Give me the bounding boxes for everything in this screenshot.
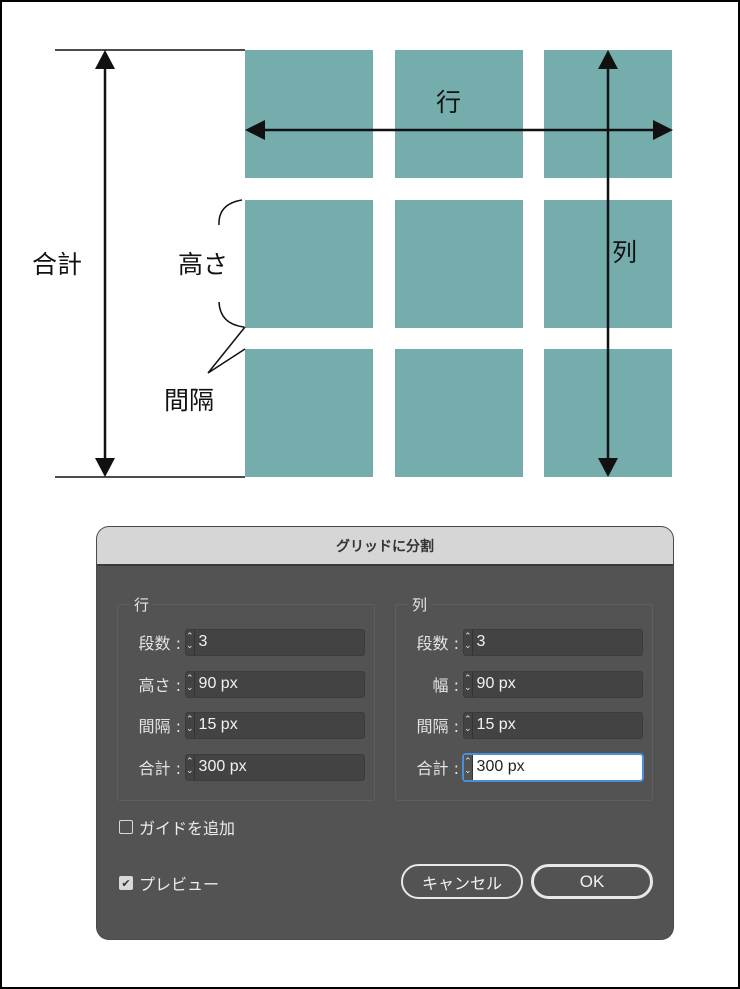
stepper-up-icon[interactable]: ⌃ bbox=[186, 715, 194, 725]
columns-group: 列 段数 : ⌃ ⌄ 幅 : ⌃ ⌄ 間隔 : bbox=[395, 594, 673, 801]
rows-number-label: 段数 : bbox=[138, 634, 181, 653]
add-guides-label: ガイドを追加 bbox=[139, 819, 236, 838]
split-into-grid-dialog: グリッドに分割 行 段数 : ⌃ ⌄ 高さ : ⌃ ⌄ bbox=[97, 527, 673, 939]
rows-total-row: 合計 : ⌃ ⌄ bbox=[118, 753, 406, 781]
columns-total-field: ⌃ ⌄ bbox=[463, 753, 673, 781]
rows-height-field: ⌃ ⌄ bbox=[185, 670, 406, 698]
stepper-down-icon[interactable]: ⌄ bbox=[186, 724, 194, 734]
stepper-down-icon[interactable]: ⌄ bbox=[464, 683, 472, 693]
rows-number-input[interactable] bbox=[194, 629, 406, 655]
grid-tile bbox=[395, 50, 523, 178]
columns-width-label: 幅 : bbox=[432, 676, 459, 695]
row-label: 行 bbox=[436, 88, 462, 117]
ok-button[interactable]: OK bbox=[531, 864, 653, 899]
columns-number-field: ⌃ ⌄ bbox=[463, 628, 673, 656]
stepper-down-icon[interactable]: ⌄ bbox=[186, 683, 194, 693]
stepper-down-icon[interactable]: ⌄ bbox=[186, 641, 194, 651]
columns-gutter-input[interactable] bbox=[472, 712, 673, 738]
add-guides-checkbox-row[interactable]: ガイドを追加 bbox=[119, 815, 235, 839]
rows-height-label: 高さ : bbox=[138, 676, 181, 695]
rows-gutter-input[interactable] bbox=[194, 712, 406, 738]
preview-checkbox[interactable]: ✔ bbox=[119, 876, 133, 890]
columns-total-label: 合計 : bbox=[416, 759, 459, 778]
columns-number-stepper[interactable]: ⌃ ⌄ bbox=[464, 629, 473, 655]
stepper-down-icon[interactable]: ⌄ bbox=[464, 724, 472, 734]
rows-gutter-field: ⌃ ⌄ bbox=[185, 711, 406, 739]
columns-width-field: ⌃ ⌄ bbox=[463, 670, 673, 698]
height-label: 高さ bbox=[178, 250, 229, 279]
rows-group-legend: 行 bbox=[130, 594, 154, 615]
columns-group-legend: 列 bbox=[408, 594, 432, 615]
columns-gutter-label: 間隔 : bbox=[416, 717, 459, 736]
checkmark-icon: ✔ bbox=[121, 876, 131, 890]
rows-height-input[interactable] bbox=[194, 671, 406, 697]
gutter-label: 間隔 bbox=[164, 386, 215, 415]
columns-total-input[interactable] bbox=[472, 754, 673, 780]
rows-total-label: 合計 : bbox=[138, 759, 181, 778]
columns-number-input[interactable] bbox=[472, 629, 673, 655]
columns-total-stepper[interactable]: ⌃ ⌄ bbox=[464, 754, 473, 780]
rows-total-field: ⌃ ⌄ bbox=[185, 753, 406, 781]
grid-tile bbox=[245, 200, 373, 328]
grid-tile bbox=[395, 200, 523, 328]
rows-group: 行 段数 : ⌃ ⌄ 高さ : ⌃ ⌄ 間隔 : bbox=[117, 594, 406, 801]
stepper-up-icon[interactable]: ⌃ bbox=[464, 632, 472, 642]
grid-tile bbox=[245, 349, 373, 477]
stepper-down-icon[interactable]: ⌄ bbox=[464, 641, 472, 651]
columns-gutter-stepper[interactable]: ⌃ ⌄ bbox=[464, 712, 473, 738]
stepper-up-icon[interactable]: ⌃ bbox=[464, 757, 472, 767]
stepper-up-icon[interactable]: ⌃ bbox=[464, 674, 472, 684]
add-guides-checkbox[interactable] bbox=[119, 820, 133, 834]
rows-number-stepper[interactable]: ⌃ ⌄ bbox=[186, 629, 195, 655]
rows-height-row: 高さ : ⌃ ⌄ bbox=[118, 670, 406, 698]
rows-height-stepper[interactable]: ⌃ ⌄ bbox=[186, 671, 195, 697]
stepper-down-icon[interactable]: ⌄ bbox=[464, 766, 472, 776]
columns-number-label: 段数 : bbox=[416, 634, 459, 653]
columns-width-row: 幅 : ⌃ ⌄ bbox=[396, 670, 673, 698]
rows-gutter-row: 間隔 : ⌃ ⌄ bbox=[118, 711, 406, 739]
total-label: 合計 bbox=[32, 250, 83, 279]
stepper-up-icon[interactable]: ⌃ bbox=[464, 715, 472, 725]
grid-tile bbox=[395, 349, 523, 477]
grid-tile bbox=[245, 50, 373, 178]
columns-total-row: 合計 : ⌃ ⌄ bbox=[396, 753, 673, 781]
rows-gutter-label: 間隔 : bbox=[138, 717, 181, 736]
rows-number-row: 段数 : ⌃ ⌄ bbox=[118, 628, 406, 656]
cancel-button[interactable]: キャンセル bbox=[401, 864, 523, 899]
rows-number-field: ⌃ ⌄ bbox=[185, 628, 406, 656]
columns-width-stepper[interactable]: ⌃ ⌄ bbox=[464, 671, 473, 697]
rows-gutter-stepper[interactable]: ⌃ ⌄ bbox=[186, 712, 195, 738]
stepper-up-icon[interactable]: ⌃ bbox=[186, 757, 194, 767]
columns-gutter-row: 間隔 : ⌃ ⌄ bbox=[396, 711, 673, 739]
columns-number-row: 段数 : ⌃ ⌄ bbox=[396, 628, 673, 656]
preview-label: プレビュー bbox=[139, 875, 220, 894]
stepper-up-icon[interactable]: ⌃ bbox=[186, 674, 194, 684]
rows-total-stepper[interactable]: ⌃ ⌄ bbox=[186, 754, 195, 780]
preview-checkbox-row[interactable]: ✔ プレビュー bbox=[119, 871, 219, 895]
stepper-down-icon[interactable]: ⌄ bbox=[186, 766, 194, 776]
columns-width-input[interactable] bbox=[472, 671, 673, 697]
column-label: 列 bbox=[612, 238, 638, 267]
rows-total-input[interactable] bbox=[194, 754, 406, 780]
columns-gutter-field: ⌃ ⌄ bbox=[463, 711, 673, 739]
stepper-up-icon[interactable]: ⌃ bbox=[186, 632, 194, 642]
dialog-title: グリッドに分割 bbox=[97, 527, 673, 566]
